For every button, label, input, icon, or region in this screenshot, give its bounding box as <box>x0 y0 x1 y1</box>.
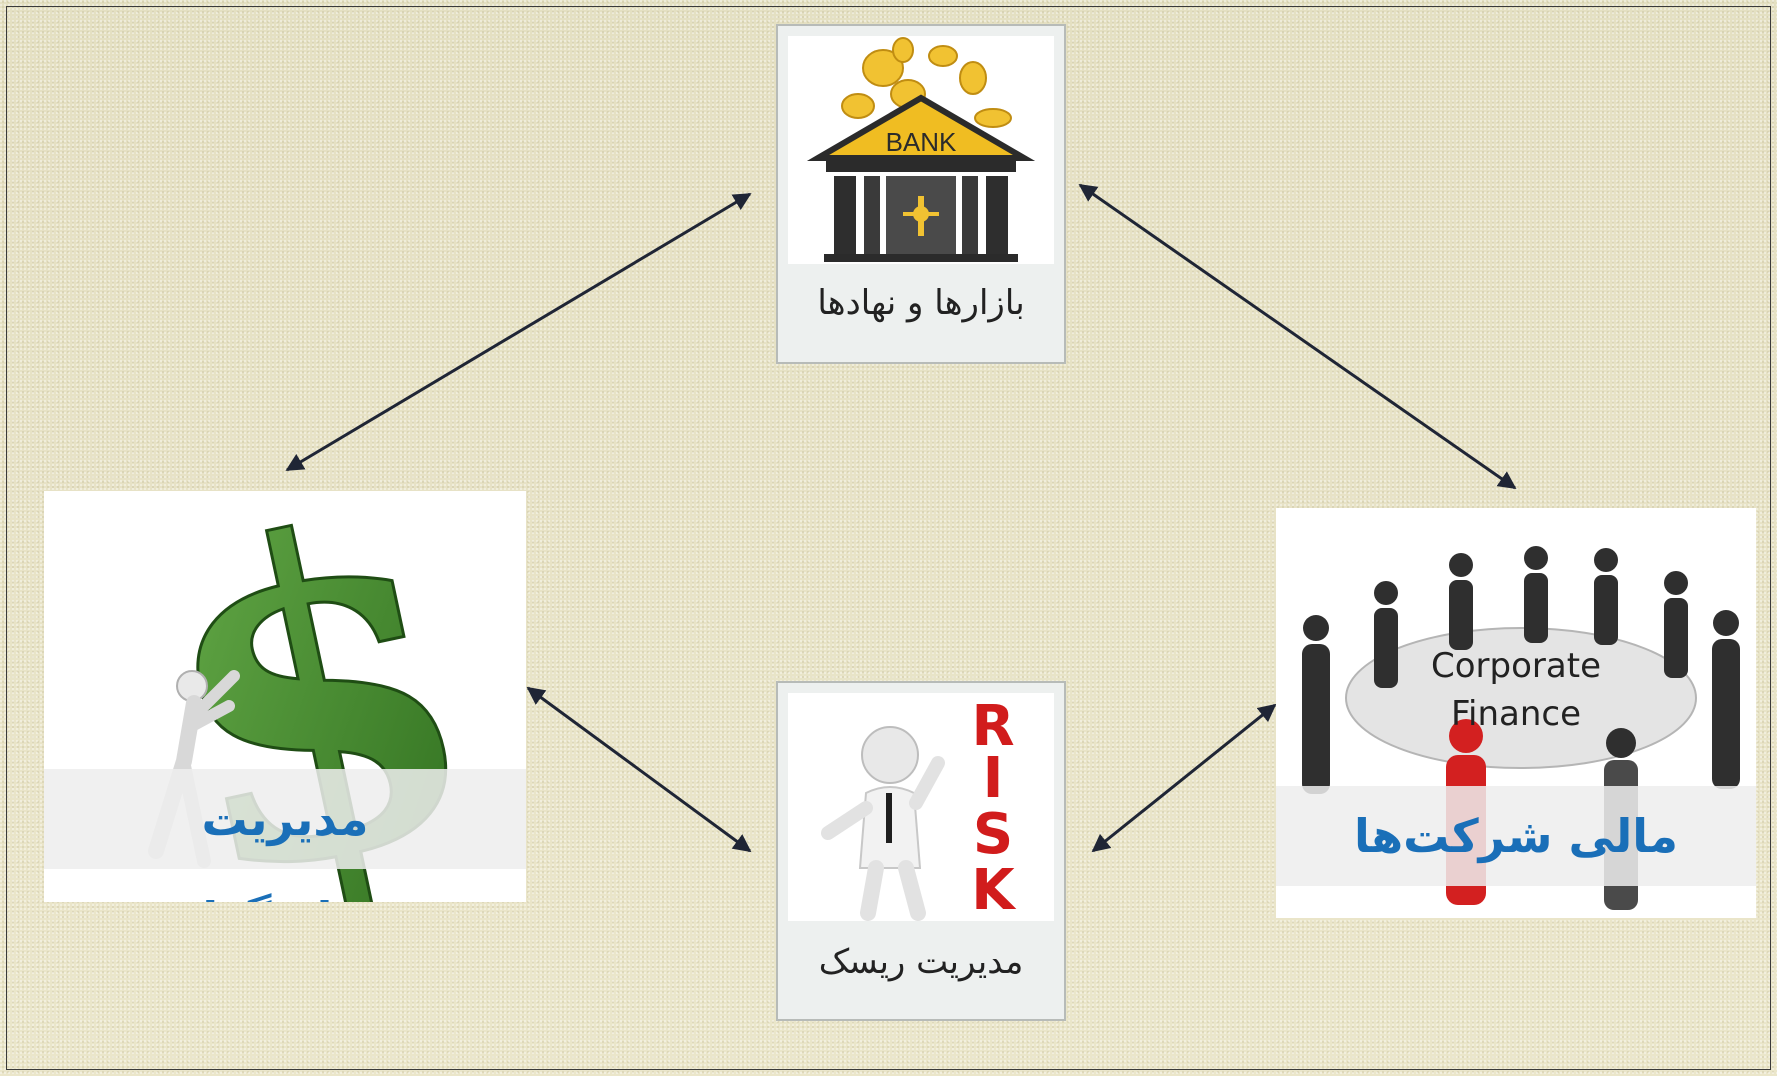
risk-label: مدیریت ریسک <box>818 942 1024 982</box>
risk-illustration: R I S K <box>788 693 1054 921</box>
corporate-finance-line1: Corporate <box>1431 646 1601 686</box>
risk-card: R I S K مدیریت ریسک <box>776 681 1066 1021</box>
risk-letter-k: K <box>971 858 1017 921</box>
investment-label: مدیریت سرمایه‌گذاری <box>44 769 526 902</box>
risk-letter-s: S <box>973 802 1013 867</box>
arrow-markets-investment <box>285 192 752 472</box>
corporate-finance-line2: Finance <box>1450 694 1582 734</box>
bank-icon: BANK <box>806 37 1036 262</box>
svg-text:BANK: BANK <box>886 127 957 157</box>
risk-letter-i: I <box>983 746 1004 811</box>
risk-letter-r: R <box>971 694 1014 759</box>
investment-tile: $ مدیریت سرمایه‌گذاری <box>44 491 526 902</box>
corporate-tile: Corporate Finance مالی شرکت‌ها <box>1276 508 1756 918</box>
slide-frame <box>6 6 1771 1070</box>
risk-figure-icon: R I S K <box>821 694 1017 921</box>
corporate-label: مالی شرکت‌ها <box>1276 786 1756 886</box>
arrow-investment-risk <box>526 686 752 853</box>
bank-illustration: BANK <box>788 36 1054 264</box>
arrow-risk-corporate <box>1091 703 1277 853</box>
markets-card: BANK بازارها و نهادها <box>776 24 1066 364</box>
arrow-markets-corporate <box>1078 183 1517 490</box>
markets-label: بازارها و نهادها <box>817 283 1025 323</box>
